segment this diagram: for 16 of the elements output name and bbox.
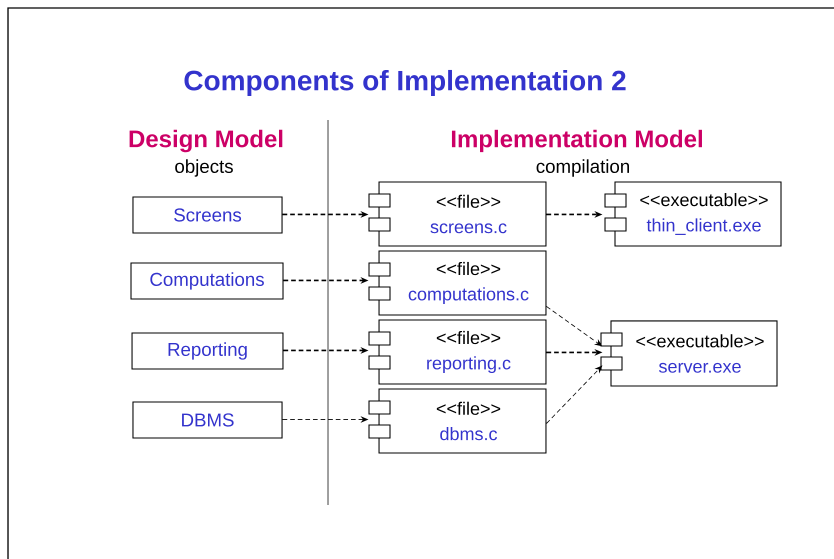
component-box: <<file>> dbms.c — [368, 388, 546, 454]
title: Components of Implementation 2 — [184, 70, 626, 96]
subheading: objects — [175, 159, 233, 177]
object-box: Computations — [130, 262, 284, 300]
object-box: Reporting — [132, 332, 284, 370]
section-heading: Implementation Model — [452, 130, 702, 152]
component-box: <<executable>> thin_client.exe — [604, 181, 782, 247]
subheading: compilation — [536, 159, 629, 177]
object-box: Screens — [132, 196, 283, 234]
section-heading: Design Model — [130, 130, 282, 152]
object-box: DBMS — [132, 401, 283, 439]
arrow — [546, 306, 602, 346]
component-box: <<file>> reporting.c — [368, 319, 546, 385]
component-box: <<executable>> server.exe — [600, 320, 778, 387]
component-box: <<file>> screens.c — [368, 181, 546, 247]
component-box: <<file>> computations.c — [368, 250, 546, 316]
